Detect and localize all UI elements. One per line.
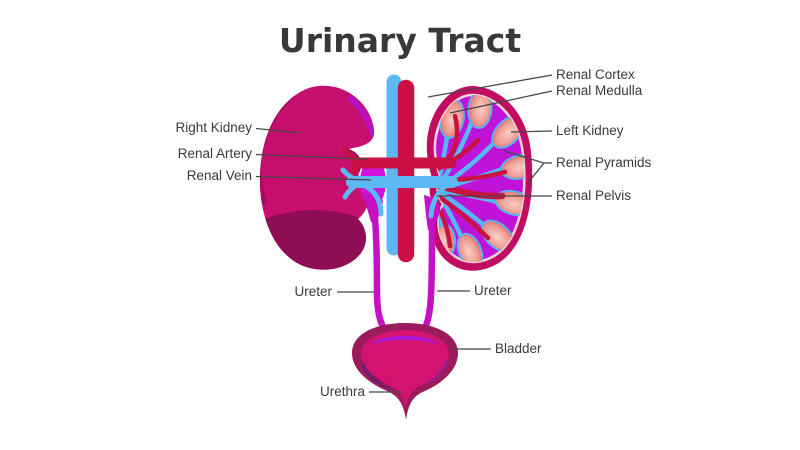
labels: Right Kidney Renal Artery Renal Vein Ure… — [175, 67, 651, 399]
label-right-kidney: Right Kidney — [175, 120, 252, 135]
leader-lines — [255, 74, 553, 393]
bladder-inner-shadow-right — [422, 359, 448, 386]
central-vessels — [340, 74, 458, 263]
leader-right-kidney — [255, 127, 302, 134]
ureter-left-tube — [371, 214, 390, 336]
renal-vein-stubs — [340, 167, 451, 219]
label-left-kidney: Left Kidney — [556, 123, 624, 138]
label-bladder: Bladder — [495, 341, 542, 356]
leader-renal-cortex — [427, 74, 553, 98]
page-title: Urinary Tract — [279, 21, 521, 60]
label-renal-cortex: Renal Cortex — [556, 67, 635, 82]
bladder-top-highlight — [370, 336, 440, 345]
leader-renal-pyramids-2 — [526, 162, 545, 185]
bladder-group — [352, 323, 458, 420]
leader-left-kidney — [510, 130, 553, 133]
left-kidney-section — [426, 85, 533, 271]
label-renal-medulla: Renal Medulla — [556, 83, 643, 98]
label-renal-pelvis: Renal Pelvis — [556, 188, 631, 203]
leader-renal-medulla — [449, 90, 553, 114]
label-urethra: Urethra — [320, 384, 366, 399]
label-ureter-left: Ureter — [294, 284, 332, 299]
ureter-right-tube — [419, 224, 436, 336]
label-renal-artery: Renal Artery — [178, 146, 253, 161]
leader-renal-vein — [255, 175, 372, 181]
bladder-inner-shadow-left — [362, 362, 396, 391]
leader-renal-artery — [255, 153, 369, 160]
label-renal-pyramids: Renal Pyramids — [556, 155, 652, 170]
bladder-inner — [361, 330, 449, 410]
label-renal-vein: Renal Vein — [187, 168, 252, 183]
label-ureter-right: Ureter — [474, 283, 512, 298]
